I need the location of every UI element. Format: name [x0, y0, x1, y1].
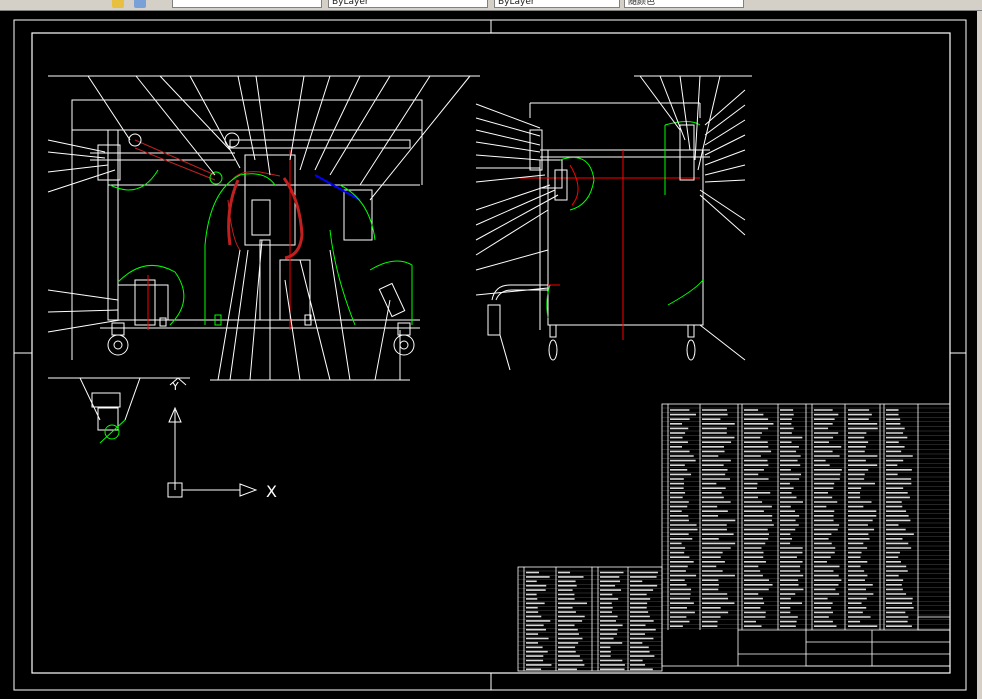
sheet-outer-border	[13, 19, 967, 691]
parts-list-rows	[518, 407, 950, 671]
plotstyle-dropdown[interactable]: 随颜色	[624, 0, 744, 8]
ucs-y-label: Y	[171, 380, 179, 393]
window-frame-right	[977, 11, 982, 699]
ucs-x-label: X	[266, 482, 277, 501]
ucs-icon	[167, 406, 258, 498]
front-view	[47, 75, 480, 381]
parts-list-upper	[661, 403, 951, 667]
color-dropdown[interactable]: ByLayer	[328, 0, 488, 8]
parts-list-lower	[517, 566, 663, 672]
side-view	[475, 75, 752, 371]
drawing-canvas[interactable]: X Y	[0, 11, 982, 699]
cube-icon[interactable]	[134, 0, 146, 8]
layer-dropdown[interactable]	[172, 0, 322, 8]
detail-view	[48, 377, 190, 444]
layer-icon[interactable]	[112, 0, 124, 8]
linetype-dropdown[interactable]: ByLayer	[494, 0, 620, 8]
title-block	[738, 616, 951, 667]
properties-toolbar: ByLayer ByLayer 随颜色	[0, 0, 982, 11]
